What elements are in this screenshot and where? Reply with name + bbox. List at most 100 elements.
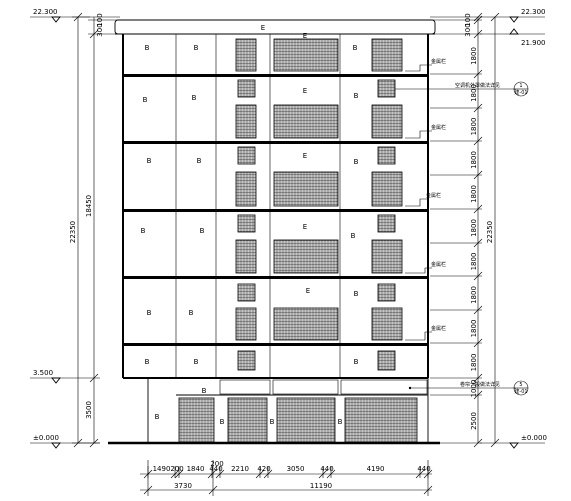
callout-dot (408, 386, 412, 390)
label-b: B (194, 358, 199, 366)
dim-row1-segment: 4190 (367, 465, 385, 473)
dim-right-segment: 100 (464, 13, 472, 26)
window-4-2 (371, 171, 403, 207)
label-b: B (145, 358, 150, 366)
ac-4-2 (377, 146, 396, 165)
window-t-2 (371, 38, 403, 72)
dim-right-segment: 1800 (470, 118, 478, 136)
slab-3 (123, 276, 428, 279)
building-body: E (114, 19, 436, 443)
slab-1 (123, 377, 428, 379)
dim-row1-segment: 1490 (153, 465, 171, 473)
dim-tick (473, 438, 483, 448)
elevation-top-left: 22.300 (33, 8, 58, 16)
dim-right-segment: 1800 (470, 219, 478, 237)
elevation-top-right: 22.300 (521, 8, 546, 16)
elevation-sub-right: 21.900 (521, 39, 546, 47)
dim-tick (473, 390, 483, 400)
dim-right-segment: 1800 (470, 253, 478, 271)
dim-right-segment: 1800 (470, 151, 478, 169)
label-b: B (270, 418, 275, 426)
hatched-openings (178, 38, 418, 444)
label-b: B (189, 309, 194, 317)
dim-tick (473, 103, 483, 113)
label-b: B (155, 413, 160, 421)
panel-3-1 (273, 239, 339, 274)
dim-right-segment: 1800 (470, 320, 478, 338)
dim-tick (73, 438, 83, 448)
label-b: B (338, 418, 343, 426)
dim-row1-segment: 420 (257, 465, 270, 473)
note-leader (405, 64, 432, 72)
level-triangle (509, 16, 519, 23)
callout-text: 卷帘一般做法详见 (460, 381, 500, 388)
roof-label-e: E (261, 24, 265, 32)
dim-tick (89, 438, 99, 448)
dim-row1-segment: 440 (209, 465, 222, 473)
ac-2-2 (377, 283, 396, 302)
note-leader (405, 130, 432, 139)
dim-right-segment: 300 (464, 23, 472, 36)
dim-row1-segment: 200 (170, 465, 183, 473)
slab-2 (123, 343, 428, 346)
callout-text: 空调机外罩做法详见 (455, 82, 500, 89)
level-triangle (509, 28, 519, 35)
dim-tick (473, 29, 483, 39)
label-e: E (303, 152, 307, 160)
slab-6 (123, 74, 428, 77)
window-5-2 (371, 104, 403, 139)
opening-labels: B B E B B B E B B B E B B B E B B B E B … (141, 32, 359, 426)
label-b: B (147, 309, 152, 317)
dim-tick (473, 12, 483, 22)
window-2-1 (235, 307, 257, 341)
wall-note: 金属栏 (431, 58, 446, 65)
dim-left-base: 3500 (85, 401, 93, 419)
shutter-4 (344, 397, 418, 444)
label-b: B (197, 157, 202, 165)
dim-tick (473, 271, 483, 281)
sign-panel-3 (340, 379, 428, 395)
label-b: B (354, 158, 359, 166)
ac-5-2 (377, 79, 396, 98)
label-b: B (354, 92, 359, 100)
dim-tick (473, 305, 483, 315)
label-b: B (192, 94, 197, 102)
parapet (114, 19, 436, 35)
shutter-2 (227, 397, 268, 444)
ac-5-1 (237, 79, 256, 98)
note-leader (405, 198, 427, 207)
dim-right-total: 22350 (486, 221, 494, 243)
shutter-1 (178, 397, 215, 444)
label-b: B (220, 418, 225, 426)
label-b: B (353, 44, 358, 52)
callout-shutter: 卷帘一般做法详见 5 建-01 (408, 380, 529, 396)
sign-panel-1 (219, 379, 271, 395)
window-t-1 (235, 38, 257, 72)
dim-left-small: 300 (96, 23, 104, 36)
ac-2-1 (237, 283, 256, 302)
sign-band (219, 379, 428, 395)
floor-slabs (123, 74, 428, 396)
dim-right-segment: 1800 (470, 354, 478, 372)
dim-row2: 3730 (174, 482, 192, 490)
window-5-1 (235, 104, 257, 139)
slab-4 (123, 209, 428, 212)
dim-tick (473, 373, 483, 383)
label-b: B (141, 227, 146, 235)
dim-left-total: 22350 (69, 221, 77, 243)
callout-sheet: 建-01 (514, 89, 527, 96)
dim-row1-segment: 2210 (231, 465, 249, 473)
elevation-ground-right: ±0.000 (521, 434, 547, 442)
level-triangle (509, 442, 519, 449)
dim-left-small: 100 (96, 13, 104, 26)
dim-right-segment: 2500 (470, 412, 478, 430)
ac-3-2 (377, 214, 396, 233)
label-e: E (306, 287, 310, 295)
note-leader (405, 267, 432, 274)
label-b: B (143, 96, 148, 104)
dim-right-segment: 1800 (470, 47, 478, 65)
slab-5 (123, 141, 428, 144)
dim-tick (473, 15, 483, 25)
